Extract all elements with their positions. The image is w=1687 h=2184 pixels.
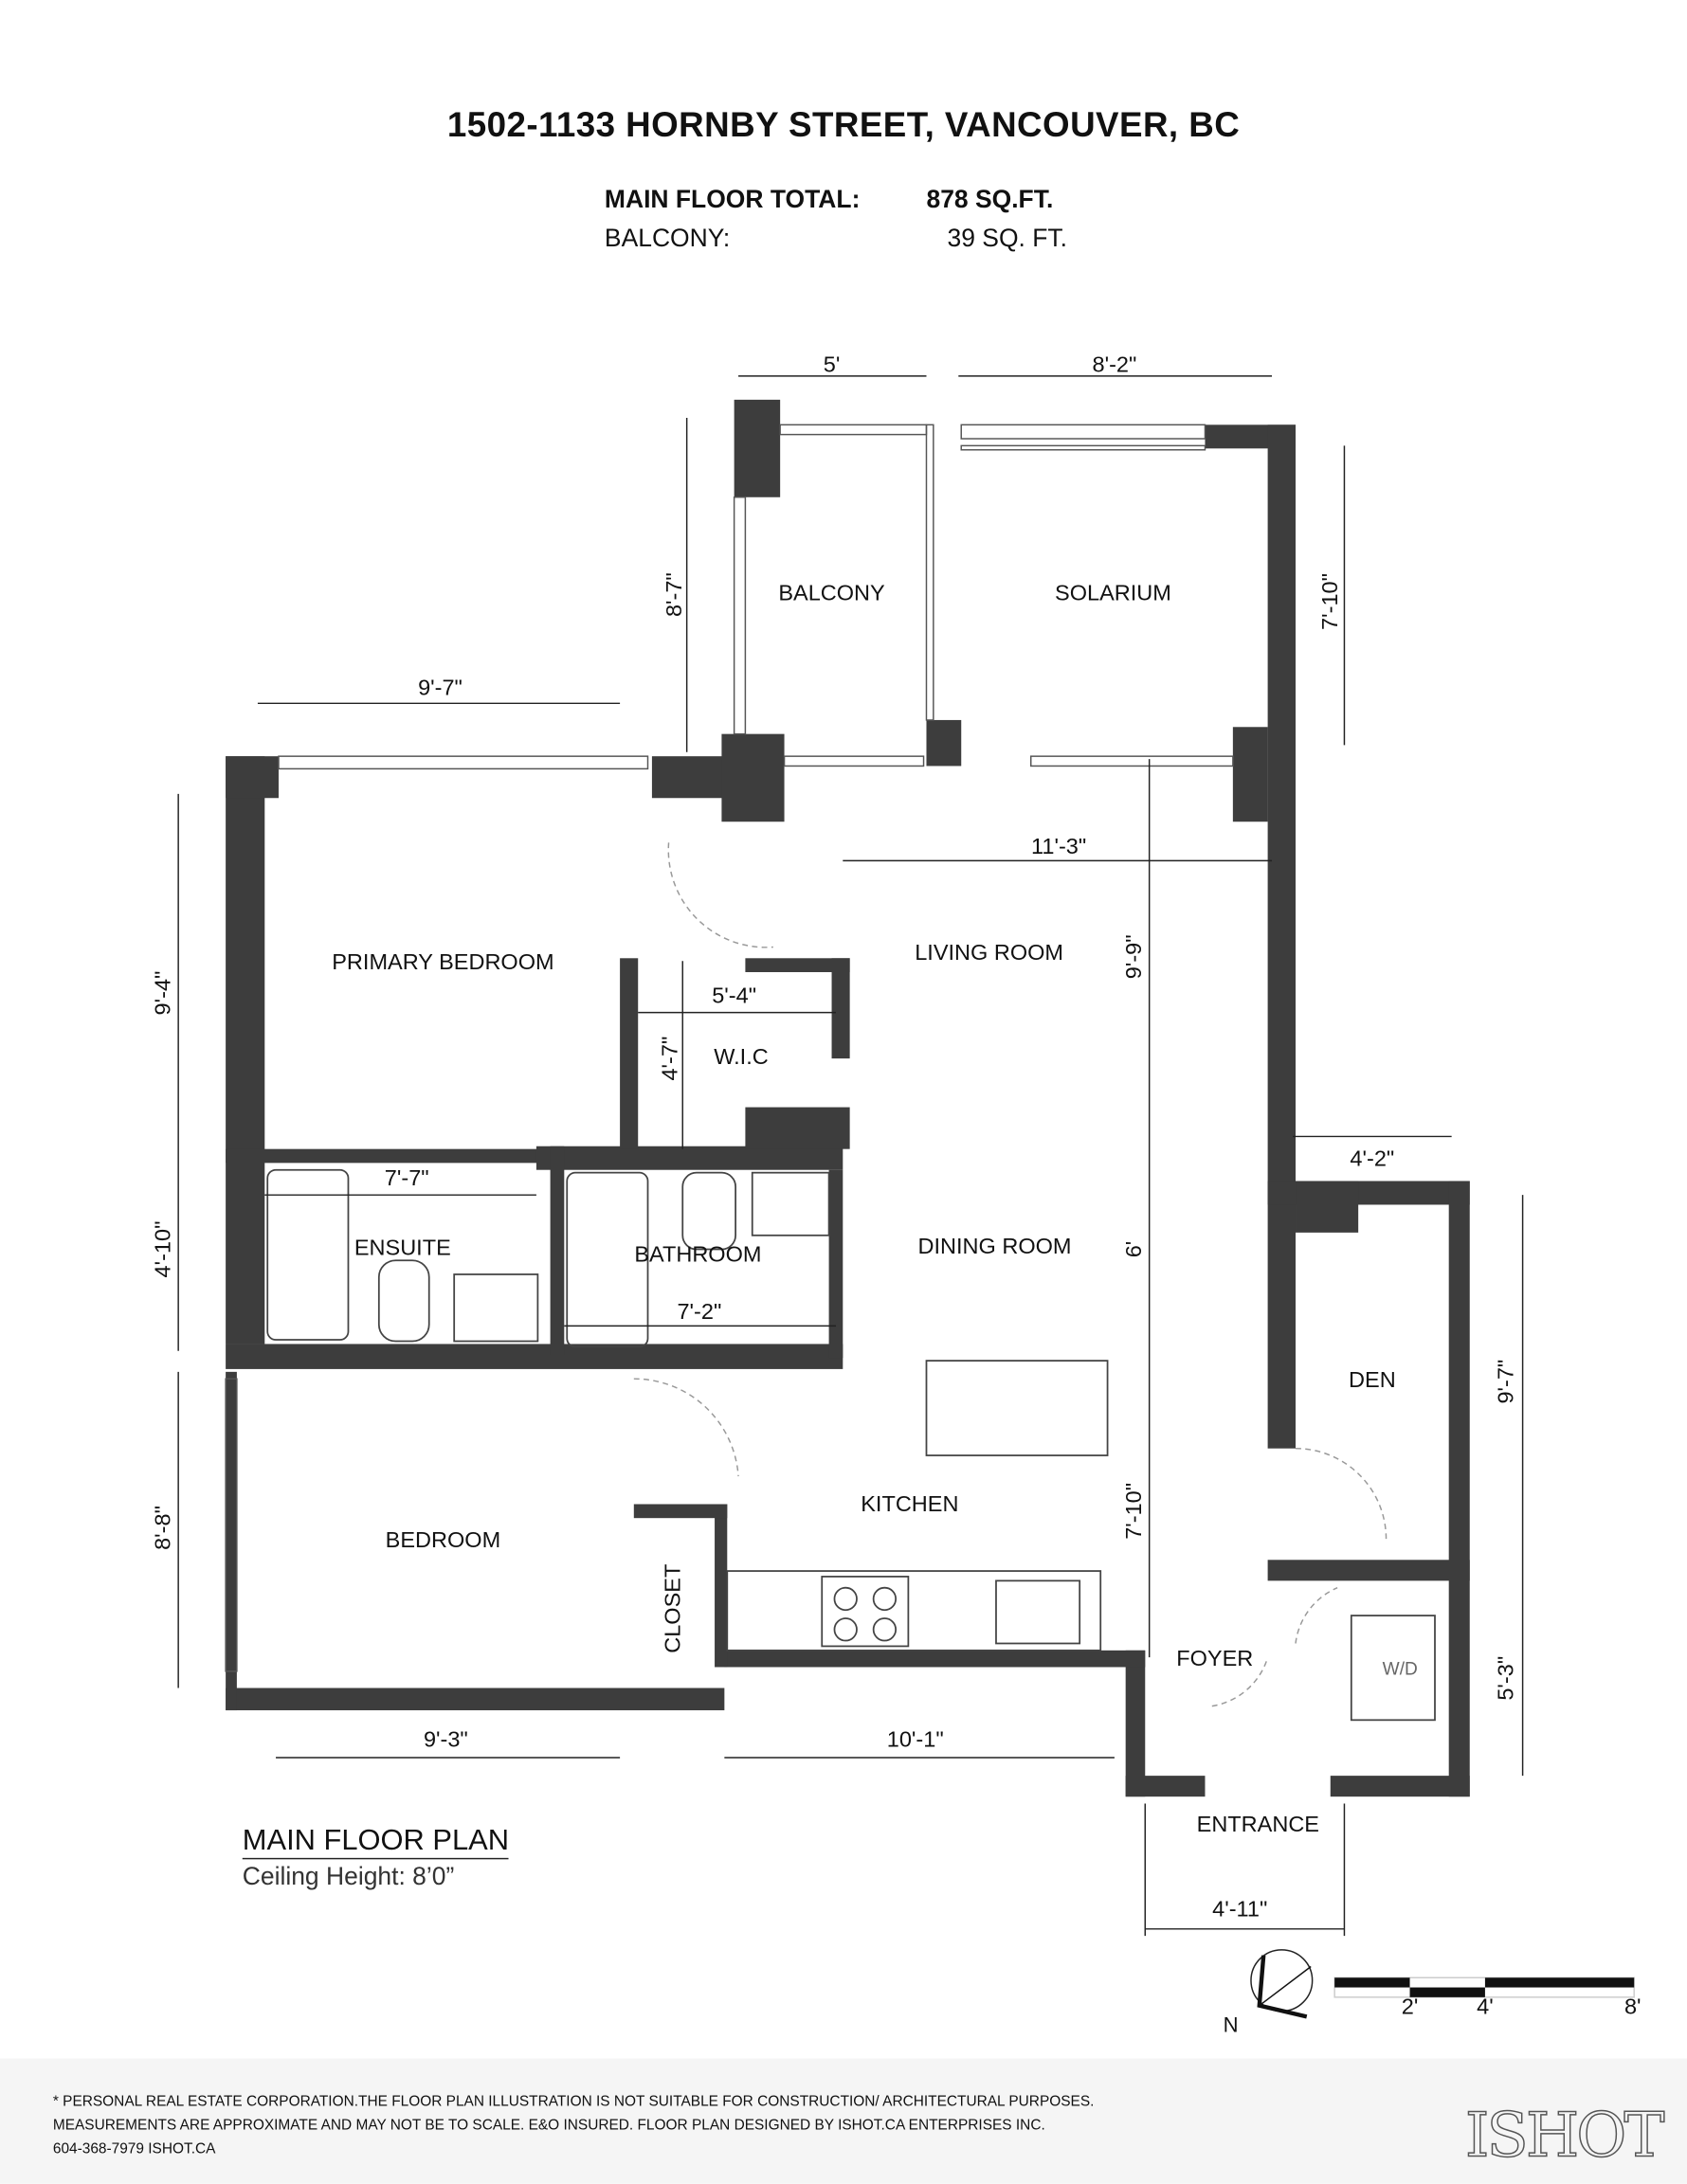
bathroom-toilet [681, 1171, 736, 1251]
dim-solarium-width: 8'-2" [1092, 353, 1137, 378]
page-title: 1502-1133 HORNBY STREET, VANCOUVER, BC [446, 105, 1241, 145]
room-living-room: LIVING ROOM [915, 941, 1064, 966]
dim-balcony-depth: 8'-7" [662, 572, 687, 618]
dimension-lines [177, 375, 1524, 1937]
dim-balcony-width: 5' [823, 353, 841, 378]
dim-wic-depth: 4'-7" [659, 1036, 683, 1081]
room-wic: W.I.C [714, 1045, 769, 1070]
stove [821, 1576, 910, 1648]
dim-wic-width: 5'-4" [712, 984, 757, 1009]
scale-bar [1333, 1976, 1635, 1998]
footer-disclaimer-1: * PERSONAL REAL ESTATE CORPORATION.THE F… [52, 2093, 1095, 2110]
dim-primary-width: 9'-7" [418, 677, 463, 701]
dim-living-depth: 9'-9" [1122, 934, 1147, 980]
fixtures [266, 1168, 1436, 1722]
kitchen-island [925, 1360, 1109, 1456]
dim-bedroom-depth: 8'-8" [152, 1506, 176, 1550]
bathroom-tub [566, 1171, 649, 1348]
room-den: DEN [1349, 1368, 1396, 1393]
ensuite-toilet [377, 1259, 430, 1343]
scale-tick-8: 8' [1624, 1995, 1642, 2020]
dim-primary-depth: 9'-4" [152, 970, 176, 1016]
ensuite-tub [266, 1168, 350, 1341]
room-balcony: BALCONY [778, 582, 885, 606]
scale-tick-4: 4' [1477, 1995, 1494, 2020]
room-kitchen: KITCHEN [861, 1492, 959, 1517]
kitchen-counter [726, 1570, 1102, 1652]
room-closet: CLOSET [662, 1563, 686, 1653]
ishot-logo: ISHOT [1464, 2100, 1665, 2172]
ceiling-height: Ceiling Height: 8’0” [242, 1862, 455, 1890]
walls [226, 399, 1470, 1797]
windows-and-railings [225, 424, 1234, 1672]
main-floor-value: 878 SQ.FT. [926, 185, 1054, 213]
footer: * PERSONAL REAL ESTATE CORPORATION.THE F… [0, 2058, 1687, 2184]
plan-label: MAIN FLOOR PLAN [242, 1825, 510, 1860]
door-swings [633, 842, 1388, 1707]
dim-den-width: 4'-2" [1350, 1147, 1395, 1172]
room-bathroom: BATHROOM [634, 1243, 762, 1268]
dim-ensuite-width: 7'-7" [384, 1166, 429, 1191]
dim-living-width: 11'-3" [1031, 835, 1087, 859]
dim-foyer-width: 4'-11" [1212, 1898, 1268, 1922]
main-floor-label: MAIN FLOOR TOTAL: [604, 185, 861, 213]
balcony-area-label: BALCONY: [604, 224, 731, 253]
footer-contact: 604-368-7979 ISHOT.CA [52, 2140, 216, 2157]
dim-dining-depth: 6' [1122, 1240, 1147, 1258]
room-foyer: FOYER [1176, 1647, 1254, 1671]
north-label: N [1223, 2013, 1239, 2038]
dim-solarium-depth: 7'-10" [1318, 573, 1343, 630]
room-wd: W/D [1382, 1657, 1418, 1679]
bathroom-sink [751, 1171, 830, 1236]
room-entrance: ENTRANCE [1196, 1813, 1320, 1837]
dim-bathroom-width: 7'-2" [677, 1300, 722, 1325]
scale-tick-2: 2' [1401, 1995, 1419, 2020]
dim-ensuite-depth: 4'-10" [152, 1220, 176, 1278]
room-bedroom: BEDROOM [385, 1528, 501, 1553]
room-primary-bedroom: PRIMARY BEDROOM [332, 950, 554, 975]
dim-kitchen-width: 10'-1" [886, 1728, 944, 1753]
kitchen-sink [995, 1579, 1081, 1645]
ensuite-sink [453, 1273, 539, 1343]
dim-kitchen-depth: 7'-10" [1122, 1482, 1147, 1540]
balcony-area-value: 39 SQ. FT. [947, 224, 1067, 253]
footer-disclaimer-2: MEASUREMENTS ARE APPROXIMATE AND MAY NOT… [52, 2117, 1045, 2134]
room-dining-room: DINING ROOM [917, 1235, 1072, 1259]
dim-laundry-depth: 5'-3" [1495, 1655, 1519, 1701]
room-ensuite: ENSUITE [354, 1236, 451, 1261]
north-arrow-icon [1250, 1949, 1314, 2019]
room-solarium: SOLARIUM [1055, 582, 1171, 606]
dim-den-depth: 9'-7" [1495, 1359, 1519, 1404]
dim-bedroom-width: 9'-3" [423, 1728, 468, 1753]
washer-dryer [1350, 1615, 1436, 1722]
